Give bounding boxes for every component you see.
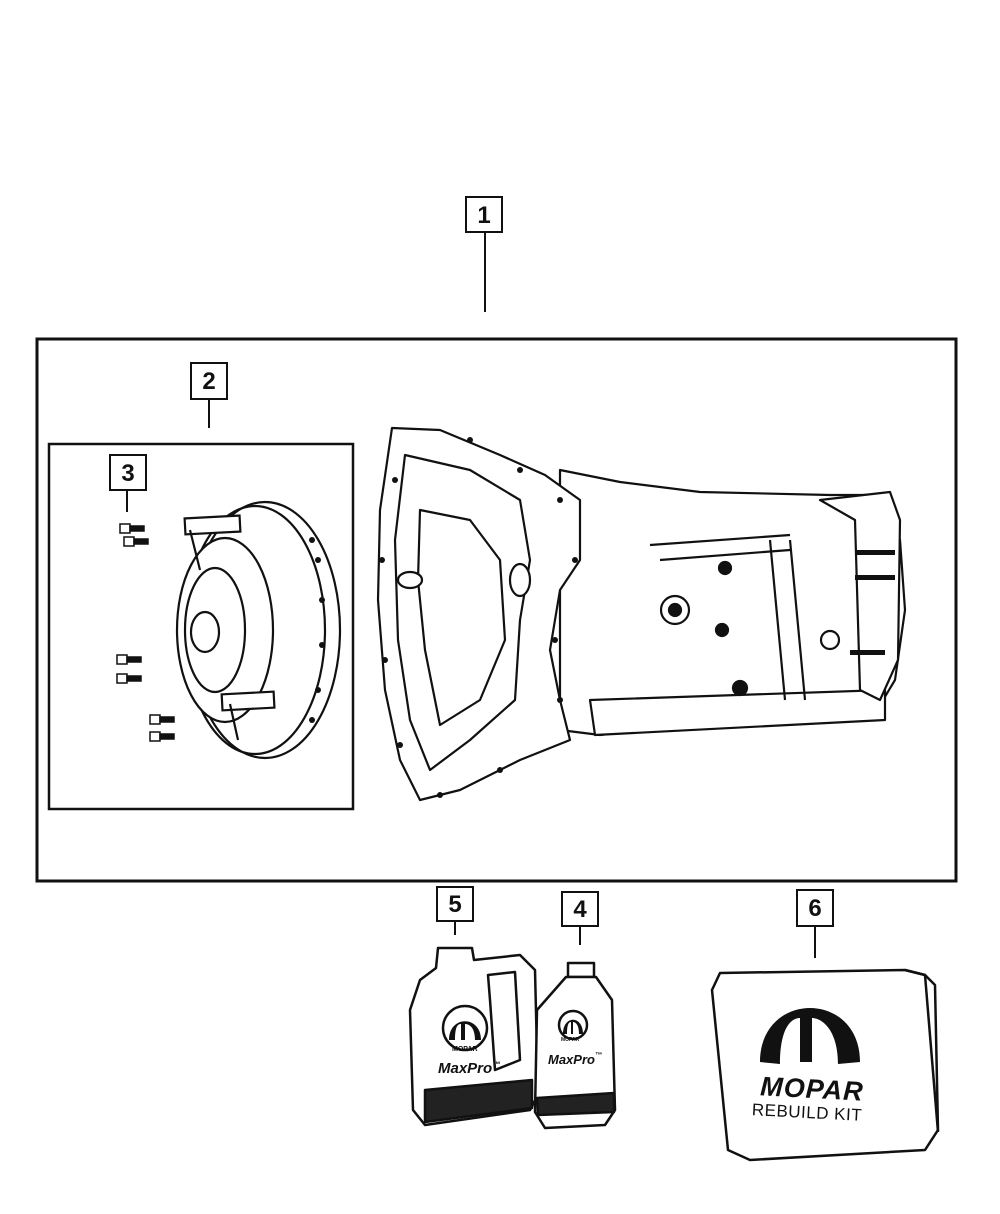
torque-converter-frame: [47, 442, 355, 811]
jug-brand-label: MaxPro™: [438, 1060, 501, 1077]
torque-converter-icon: [175, 500, 342, 760]
callout-6: 6: [796, 889, 834, 927]
mopar-logo-icon: [760, 1008, 860, 1064]
callout-4: 4: [561, 891, 599, 927]
callout-2: 2: [190, 362, 228, 400]
transmission-assembly-frame: [35, 337, 958, 883]
callout-5: 5: [436, 886, 474, 922]
bottle-mopar-text: MOPAR: [561, 1037, 580, 1043]
fluid-bottle-icon: [533, 961, 617, 1130]
bottle-brand-label: MaxPro™: [548, 1052, 602, 1067]
rebuild-kit-box-icon: [710, 968, 940, 1162]
fluid-jug-icon: [408, 946, 540, 1127]
callout-1: 1: [465, 196, 503, 233]
jug-mopar-text: MOPAR: [452, 1046, 478, 1053]
mopar-logo-icon: [449, 1021, 481, 1040]
bolt-icon: [116, 523, 175, 742]
callout-3: 3: [109, 454, 147, 491]
mopar-logo-icon: [563, 1019, 583, 1034]
transmission-icon: [376, 426, 907, 802]
